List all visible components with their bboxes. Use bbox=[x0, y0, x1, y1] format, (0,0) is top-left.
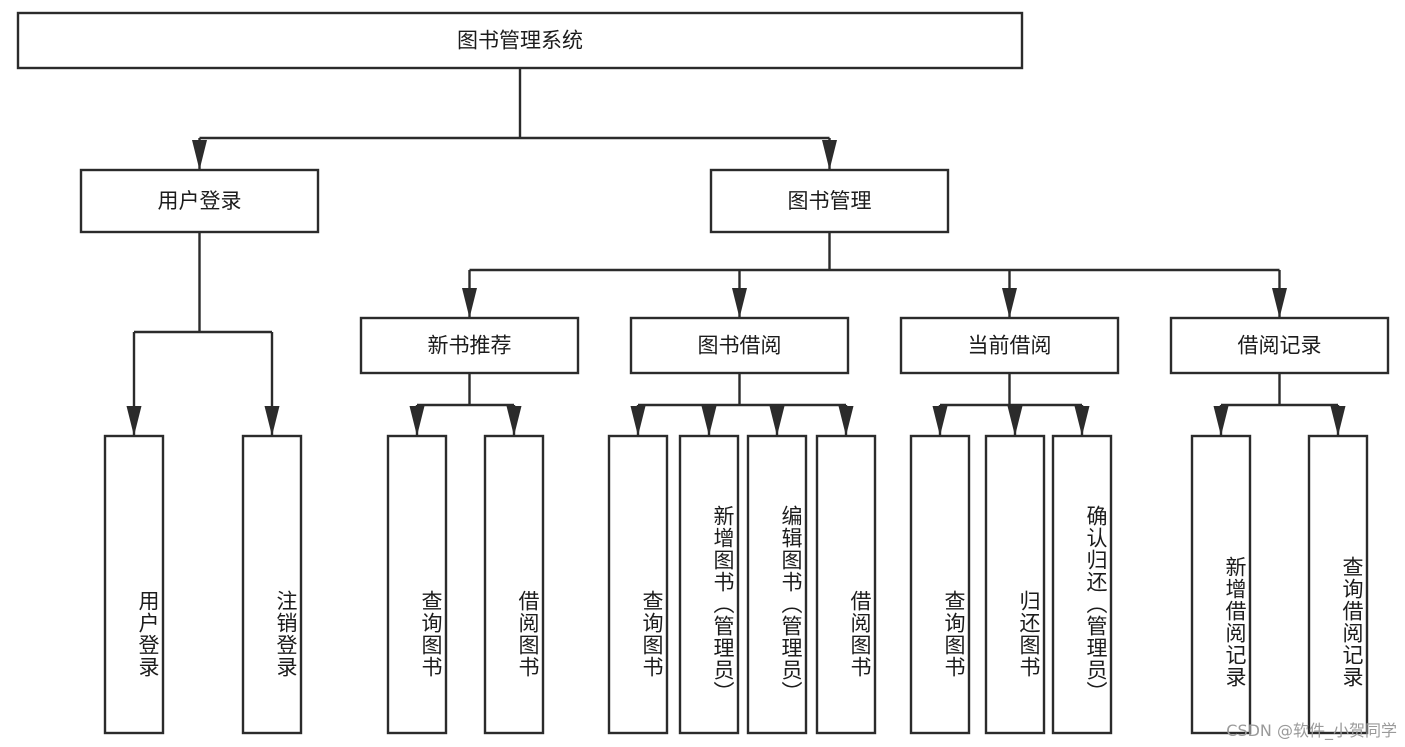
node-box-leaf-borrow-book-bor[interactable] bbox=[815, 434, 877, 735]
node-box-leaf-user-login[interactable] bbox=[103, 434, 165, 735]
node-box-leaf-confirm-return[interactable] bbox=[1051, 434, 1113, 735]
arrow-head-icon bbox=[838, 406, 854, 436]
node-box-root[interactable] bbox=[16, 11, 1024, 70]
arrow-head-icon bbox=[769, 406, 785, 436]
arrow-head-icon bbox=[1272, 288, 1287, 318]
arrow-head-icon bbox=[264, 406, 280, 436]
arrow-head-icon bbox=[630, 406, 646, 436]
arrow-head-icon bbox=[506, 406, 522, 436]
connector-layer bbox=[126, 68, 1346, 436]
arrow-head-icon bbox=[932, 406, 948, 436]
arrow-head-icon bbox=[1213, 406, 1229, 436]
node-box-borrow-record[interactable] bbox=[1169, 316, 1390, 375]
node-label-book-manage: 图书管理 bbox=[788, 189, 872, 213]
node-box-leaf-add-book[interactable] bbox=[678, 434, 740, 735]
arrow-head-icon bbox=[462, 288, 477, 318]
node-box-leaf-logout[interactable] bbox=[241, 434, 303, 735]
node-box-book-borrow[interactable] bbox=[629, 316, 850, 375]
node-label-current-borrow: 当前借阅 bbox=[968, 334, 1052, 358]
node-box-leaf-edit-book[interactable] bbox=[746, 434, 808, 735]
node-box-leaf-borrow-book-rec[interactable] bbox=[483, 434, 545, 735]
arrow-head-icon bbox=[409, 406, 425, 436]
node-box-leaf-add-record[interactable] bbox=[1190, 434, 1252, 735]
node-box-leaf-query-book-cur[interactable] bbox=[909, 434, 971, 735]
node-label-root: 图书管理系统 bbox=[457, 29, 583, 53]
arrow-head-icon bbox=[192, 140, 207, 170]
node-label-book-borrow: 图书借阅 bbox=[698, 334, 782, 358]
node-box-new-book-recommend[interactable] bbox=[359, 316, 580, 375]
node-box-current-borrow[interactable] bbox=[899, 316, 1120, 375]
arrow-head-icon bbox=[1002, 288, 1017, 318]
arrow-head-icon bbox=[1330, 406, 1346, 436]
node-box-leaf-query-book-rec[interactable] bbox=[386, 434, 448, 735]
arrow-head-icon bbox=[701, 406, 717, 436]
arrow-head-icon bbox=[732, 288, 747, 318]
arrow-head-icon bbox=[1007, 406, 1023, 436]
node-label-borrow-record: 借阅记录 bbox=[1238, 334, 1322, 358]
arrow-head-icon bbox=[1074, 406, 1090, 436]
arrow-head-icon bbox=[126, 406, 142, 436]
arrow-head-icon bbox=[822, 140, 837, 170]
node-box-book-manage[interactable] bbox=[709, 168, 950, 234]
node-label-user-login: 用户登录 bbox=[158, 189, 242, 213]
node-box-leaf-return-book[interactable] bbox=[984, 434, 1046, 735]
node-box-leaf-query-book-bor[interactable] bbox=[607, 434, 669, 735]
node-box-leaf-query-record[interactable] bbox=[1307, 434, 1369, 735]
node-layer bbox=[16, 11, 1390, 735]
node-label-new-book-recommend: 新书推荐 bbox=[428, 334, 512, 358]
node-box-user-login[interactable] bbox=[79, 168, 320, 234]
